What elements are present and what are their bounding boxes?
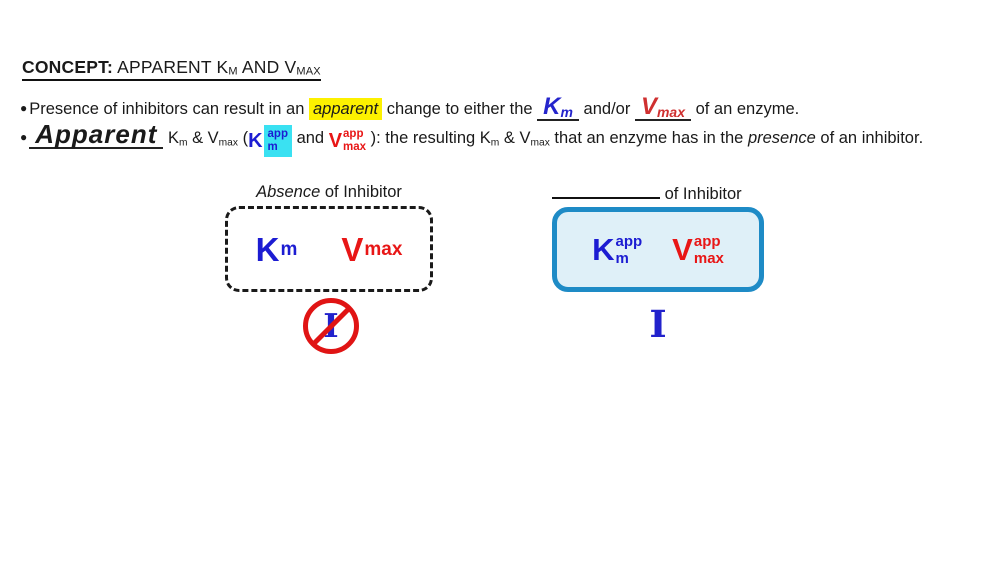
subscript: max [218,137,238,149]
handwritten-km-base: K [543,93,561,120]
subscript: max [530,137,550,149]
bullet-1: ●Presence of inhibitors can result in an… [20,95,799,121]
blank-km-handwritten: Km [537,95,579,121]
yellow-highlighted-word: apparent [309,98,383,120]
vmax-sub: max [364,238,403,260]
vmax-app-sub: max [693,249,724,267]
text-segment: of an enzyme. [690,100,800,118]
handwritten-apparent: Apparent [35,119,158,149]
text-segment: ): the resulting K [366,129,491,147]
text-segment: and [291,129,329,147]
v-apparent-base: V [328,130,343,153]
title-prefix: CONCEPT: [22,57,114,77]
km-app-base: K [592,232,615,267]
k-apparent-sup: app [267,128,288,141]
handwritten-vmax: Vmax [641,95,685,120]
bullet-icon: ● [20,130,28,144]
v-apparent-sup: app [343,128,364,141]
title-subscript-max: MAX [296,65,321,78]
inhibitor-symbol: I [649,302,667,346]
title-text: APPARENT K [113,57,229,77]
km-app-sub: m [615,249,629,267]
absence-label: Absence of Inhibitor [225,183,433,202]
km-base: K [255,230,280,268]
blank-apparent-handwritten: Apparent [29,119,164,149]
handwritten-km-sub: m [560,103,573,120]
text-segment: that an enzyme has in the [549,129,748,147]
prohibition-circle-icon [303,298,359,354]
k-apparent-sub: m [267,140,278,153]
text-segment: & V [499,129,531,147]
text-segment: of an inhibitor. [815,129,924,147]
vmax-app-base: V [672,232,693,267]
subscript: m [490,137,500,149]
blank-vmax-handwritten: Vmax [634,95,691,121]
v-apparent-sub: max [343,140,367,153]
k-apparent-base: K [248,130,263,153]
subscript: m [178,137,188,149]
absence-word: Absence [256,183,321,201]
text-segment: and/or [578,100,635,118]
text-segment: change to either the [382,100,538,118]
text-segment: K [163,129,179,147]
presence-label: of Inhibitor [552,183,764,204]
no-inhibitor-icon: I [303,298,359,354]
absence-label-rest: of Inhibitor [320,183,402,201]
km-sub: m [280,238,298,260]
bullet-icon: ● [20,101,28,115]
handwritten-vmax-sub: max [656,103,685,120]
text-segment: ( [237,129,249,147]
vmax-base: V [341,230,364,268]
title-text-2: AND V [237,57,297,77]
title-subscript-m: M [228,65,238,78]
presence-label-rest: of Inhibitor [660,185,742,203]
km-app-sup: app [615,232,643,250]
italic-word-presence: presence [747,129,816,147]
text-segment: & V [187,129,219,147]
vmax-app-sup: app [693,232,721,250]
label-blank-line [552,183,660,199]
handwritten-vmax-base: V [640,93,657,120]
page-title: CONCEPT: APPARENT KM AND VMAX [22,57,321,81]
text-segment: Presence of inhibitors can result in an [29,100,309,118]
handwritten-km: Km [543,95,573,120]
